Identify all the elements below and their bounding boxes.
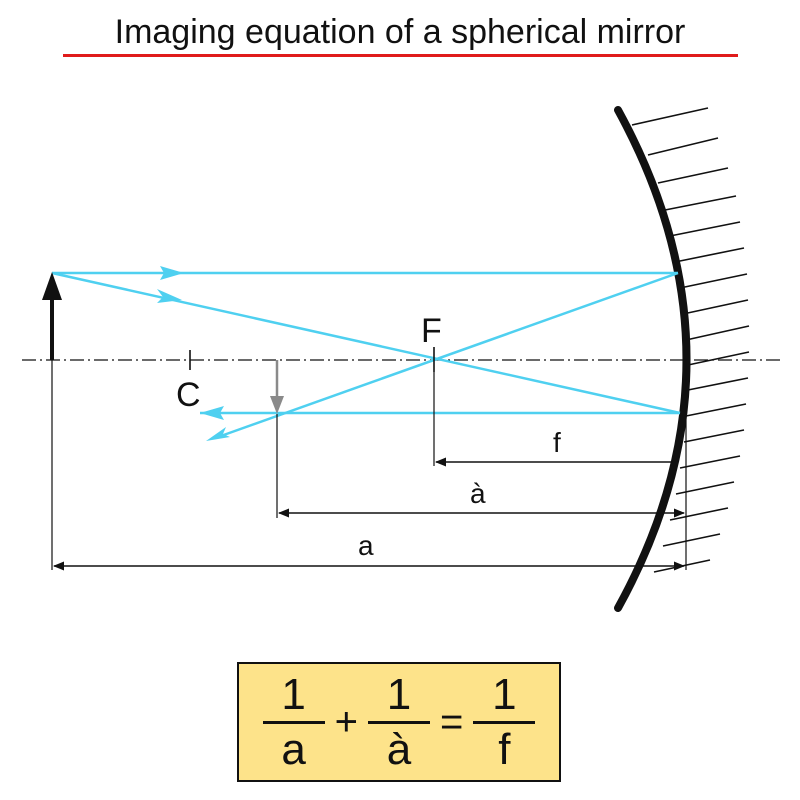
- ray-arrowhead: [200, 406, 224, 420]
- center-label: C: [176, 376, 201, 414]
- equals-sign: =: [440, 699, 464, 744]
- object-distance-label: a: [358, 530, 374, 561]
- image-arrow: [270, 360, 284, 414]
- page-title: Imaging equation of a spherical mirror: [114, 13, 686, 51]
- fraction-bar: [368, 720, 430, 724]
- fraction-one-over-f: 1 f: [473, 669, 536, 774]
- fraction-bar: [473, 720, 536, 724]
- numerator: 1: [492, 669, 517, 719]
- image-distance-label: à: [470, 478, 486, 509]
- ray-reflected-through-focus: [217, 271, 679, 439]
- ray-arrowhead: [157, 289, 182, 303]
- dimension-lines: [52, 457, 686, 571]
- fraction-one-over-a: 1 a: [262, 669, 325, 774]
- ray-arrowhead: [206, 427, 230, 441]
- ray-arrowheads: [157, 266, 230, 441]
- object-arrow: [42, 272, 62, 360]
- ray-through-focus-incident: [51, 271, 681, 415]
- denominator: a: [281, 724, 306, 774]
- fraction-one-over-a-prime: 1 à: [368, 669, 430, 774]
- denominator: à: [386, 724, 412, 774]
- fraction-bar: [262, 720, 325, 724]
- focal-point-label: F: [421, 312, 442, 350]
- focal-length-label: f: [553, 427, 561, 458]
- concave-mirror: [614, 106, 691, 612]
- plus-sign: +: [334, 699, 358, 744]
- numerator: 1: [386, 669, 412, 719]
- title-underline: [63, 54, 738, 57]
- ray-arrowhead: [160, 266, 184, 280]
- light-rays: [51, 271, 681, 439]
- denominator: f: [498, 724, 511, 774]
- numerator: 1: [281, 669, 306, 719]
- dimension-extension-lines: [51, 360, 687, 570]
- imaging-equation-box: 1 a + 1 à = 1 f: [237, 662, 561, 782]
